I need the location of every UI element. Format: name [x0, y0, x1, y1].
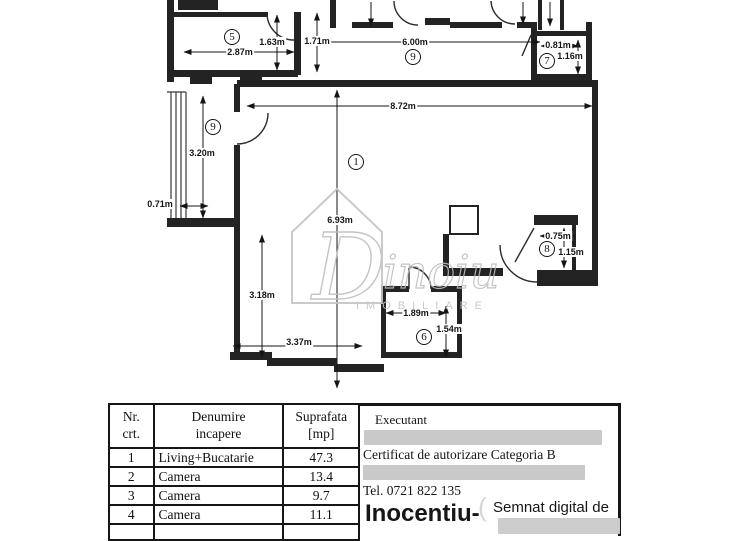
- table-cell: Camera: [152, 504, 285, 525]
- dimension-label: 1.89m: [402, 308, 430, 318]
- room-number-marker: 8: [539, 241, 555, 257]
- dimension-label: 6.93m: [326, 215, 354, 225]
- table-row-partial: [108, 523, 360, 541]
- table-cell: 1: [108, 447, 155, 468]
- dimension-label: 2.87m: [226, 47, 254, 57]
- table-cell: [282, 523, 360, 541]
- executant-panel: Executant Certificat de autorizare Categ…: [360, 403, 621, 536]
- column-header: Nr.crt.: [108, 403, 155, 449]
- table-cell: [108, 523, 155, 541]
- phone-line: Tel. 0721 822 135: [363, 483, 462, 498]
- table-cell: Living+Bucatarie: [152, 447, 285, 468]
- certificate-line: Certificat de autorizare Categoria B: [363, 447, 556, 462]
- dimension-label: 8.72m: [389, 101, 417, 111]
- dimension-label: 0.71m: [146, 199, 174, 209]
- table-cell: Camera: [152, 466, 285, 487]
- dimension-label: 3.20m: [188, 148, 216, 158]
- signature-mark: (: [478, 492, 487, 522]
- room-number-marker: 7: [539, 53, 555, 69]
- room-number-marker: 9: [405, 49, 421, 65]
- balcony-window-lines: [167, 91, 187, 218]
- table-cell: [152, 523, 285, 541]
- room-number-marker: 6: [416, 329, 432, 345]
- table-cell: 2: [108, 466, 155, 487]
- walls: [167, 0, 598, 372]
- column-header: Suprafata[mp]: [282, 403, 360, 449]
- dimension-label: 3.37m: [285, 337, 313, 347]
- signer-name: Inocentiu-: [365, 500, 480, 527]
- door-arcs: [236, 0, 538, 290]
- dimension-label: 0.75m: [544, 231, 572, 241]
- table-cell: 11.1: [282, 504, 360, 525]
- dimension-label: 1.54m: [435, 324, 463, 334]
- ventilation-shaft: [449, 205, 479, 235]
- dimension-label: 6.00m: [401, 37, 429, 47]
- dimension-label: 1.63m: [258, 37, 286, 47]
- room-number-marker: 9: [205, 119, 221, 135]
- redacted-series-bar: [363, 465, 585, 480]
- dimension-label: 1.15m: [557, 247, 585, 257]
- table-cell: Camera: [152, 485, 285, 506]
- redacted-name-bar: [364, 430, 602, 445]
- table-cell: 3: [108, 485, 155, 506]
- room-number-marker: 5: [224, 29, 240, 45]
- signature-label: Semnat digital de: [493, 499, 609, 516]
- scanned-floorplan-page: { "plan": { "watermark": { "brand_script…: [108, 0, 621, 541]
- redacted-signature-bar: [498, 518, 620, 534]
- table-cell: 47.3: [282, 447, 360, 468]
- dimension-label: 0.81m: [544, 40, 572, 50]
- executant-title: Executant: [375, 412, 427, 427]
- table-cell: 13.4: [282, 466, 360, 487]
- table-cell: 4: [108, 504, 155, 525]
- dimension-label: 3.18m: [248, 290, 276, 300]
- table-cell: 9.7: [282, 485, 360, 506]
- dimension-label: 1.16m: [556, 51, 584, 61]
- room-number-marker: 1: [348, 154, 364, 170]
- floor-plan-drawing: [167, 0, 598, 389]
- dimension-label: 1.71m: [303, 36, 331, 46]
